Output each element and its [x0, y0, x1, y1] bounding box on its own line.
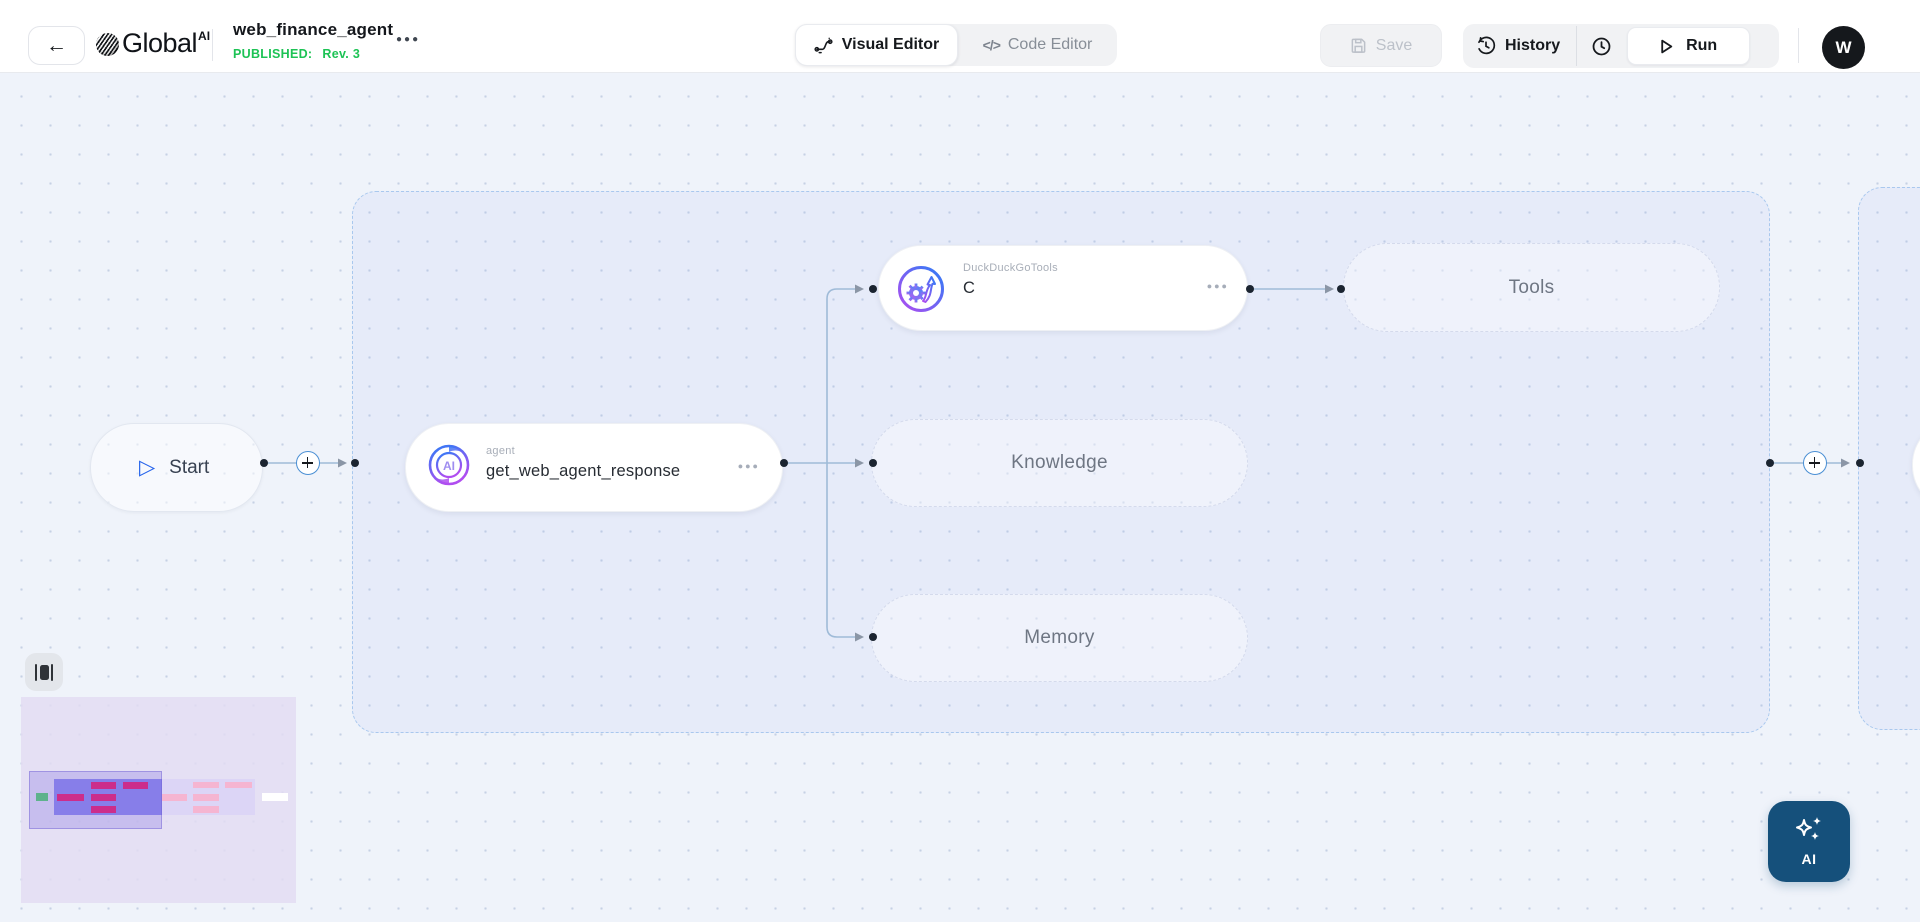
node-duckduckgotools-texts: DuckDuckGoTools C [963, 262, 1058, 298]
brand-suffix: AI [198, 29, 211, 43]
minimap-node [193, 794, 219, 801]
top-bar: ← Global AI web_finance_agent PUBLISHED:… [0, 0, 1920, 73]
minimap-node [123, 782, 148, 789]
tab-code-editor[interactable]: </> Code Editor [958, 24, 1117, 66]
node-placeholder-tools[interactable]: Tools [1343, 243, 1720, 332]
node-tools-label: Tools [1508, 276, 1555, 298]
node-duckduckgotools-type: DuckDuckGoTools [963, 262, 1058, 274]
group-divider [1576, 26, 1578, 66]
run-history-group: History Run [1463, 24, 1779, 68]
minimap-node [193, 806, 219, 813]
node-agent-type: agent [486, 445, 516, 457]
save-button[interactable]: Save [1320, 24, 1442, 67]
tab-visual-editor-label: Visual Editor [841, 36, 940, 53]
minimap-node [193, 782, 219, 788]
header-divider [212, 29, 213, 61]
node-agent-body: AI agent get_web_agent_response ●●● [406, 424, 782, 511]
node-agent[interactable]: AI agent get_web_agent_response ●●● [405, 423, 783, 512]
editor-mode-switcher: Visual Editor </> Code Editor [795, 24, 1117, 66]
node-placeholder-memory[interactable]: Memory [871, 594, 1248, 682]
workflow-title: web_finance_agent [233, 20, 394, 39]
user-avatar[interactable]: W [1822, 26, 1865, 69]
history-button-label: History [1505, 37, 1561, 54]
save-button-label: Save [1375, 36, 1413, 54]
node-agent-menu-button[interactable]: ●●● [737, 461, 760, 471]
node-agent-name: get_web_agent_response [486, 462, 681, 480]
run-button-label: Run [1686, 37, 1718, 54]
node-memory-label: Memory [1024, 627, 1095, 648]
minimap-node [57, 794, 84, 801]
sparkles-icon [1796, 817, 1821, 840]
minimap-node [162, 794, 187, 801]
node-duckduckgotools[interactable]: DuckDuckGoTools C ●●● [878, 245, 1248, 331]
ai-assistant-label: AI [1801, 851, 1817, 867]
save-icon [1351, 38, 1366, 53]
minimap-toggle-button[interactable] [25, 653, 63, 691]
publish-status: PUBLISHED: Rev. 3 [233, 47, 393, 61]
node-duckduckgotools-name: C [963, 279, 976, 297]
tool-gear-arrow-icon [898, 266, 944, 312]
node-start-label: Start [169, 456, 210, 478]
add-node-button-right[interactable] [1803, 451, 1827, 475]
node-placeholder-knowledge[interactable]: Knowledge [871, 419, 1248, 507]
node-duckduckgotools-menu-button[interactable]: ●●● [1206, 281, 1229, 291]
flow-icon [814, 37, 833, 53]
node-start[interactable]: ▷ Start [90, 423, 263, 512]
svg-text:AI: AI [443, 459, 455, 473]
workflow-menu-button[interactable]: ●●● [396, 34, 421, 45]
minimap-node [91, 806, 116, 813]
history-icon [1478, 36, 1496, 55]
clock-icon [1592, 37, 1610, 55]
workflow-title-block: web_finance_agent PUBLISHED: Rev. 3 [233, 20, 393, 61]
minimap-node [225, 782, 252, 788]
brand-name: Global [122, 28, 198, 58]
next-group-region [1858, 187, 1920, 730]
header-divider [1798, 28, 1799, 63]
back-button[interactable]: ← [28, 26, 85, 65]
play-icon [1661, 39, 1673, 53]
add-node-button-left[interactable] [296, 451, 320, 475]
tab-visual-editor[interactable]: Visual Editor [795, 24, 958, 66]
start-play-icon: ▷ [139, 456, 156, 479]
run-button[interactable]: Run [1627, 27, 1751, 65]
minimap-node [91, 794, 116, 801]
publish-label: PUBLISHED: [233, 47, 313, 61]
brand-logo: Global AI [96, 28, 210, 58]
flow-canvas[interactable]: ▷ Start AI agent get_web_agent_response [0, 73, 1920, 922]
node-knowledge-label: Knowledge [1011, 452, 1108, 473]
code-icon: </> [982, 37, 1001, 53]
minimap-node [262, 793, 288, 801]
minimap-node [91, 782, 116, 789]
tab-code-editor-label: Code Editor [1007, 36, 1093, 53]
agent-ai-swirl-icon: AI [428, 444, 470, 486]
revision-label: Rev. 3 [322, 47, 361, 61]
minimap-node [36, 793, 48, 801]
brand-globe-icon [96, 33, 119, 56]
minimap-toggle-icon [35, 663, 37, 681]
minimap-viewport[interactable] [29, 771, 162, 829]
ai-assistant-button[interactable]: AI [1768, 801, 1850, 882]
history-button[interactable]: History [1463, 24, 1576, 68]
node-agent-texts: agent get_web_agent_response [486, 445, 680, 481]
schedule-button[interactable] [1577, 24, 1625, 68]
node-duckduckgotools-body: DuckDuckGoTools C ●●● [879, 246, 1247, 330]
minimap[interactable] [21, 697, 296, 903]
